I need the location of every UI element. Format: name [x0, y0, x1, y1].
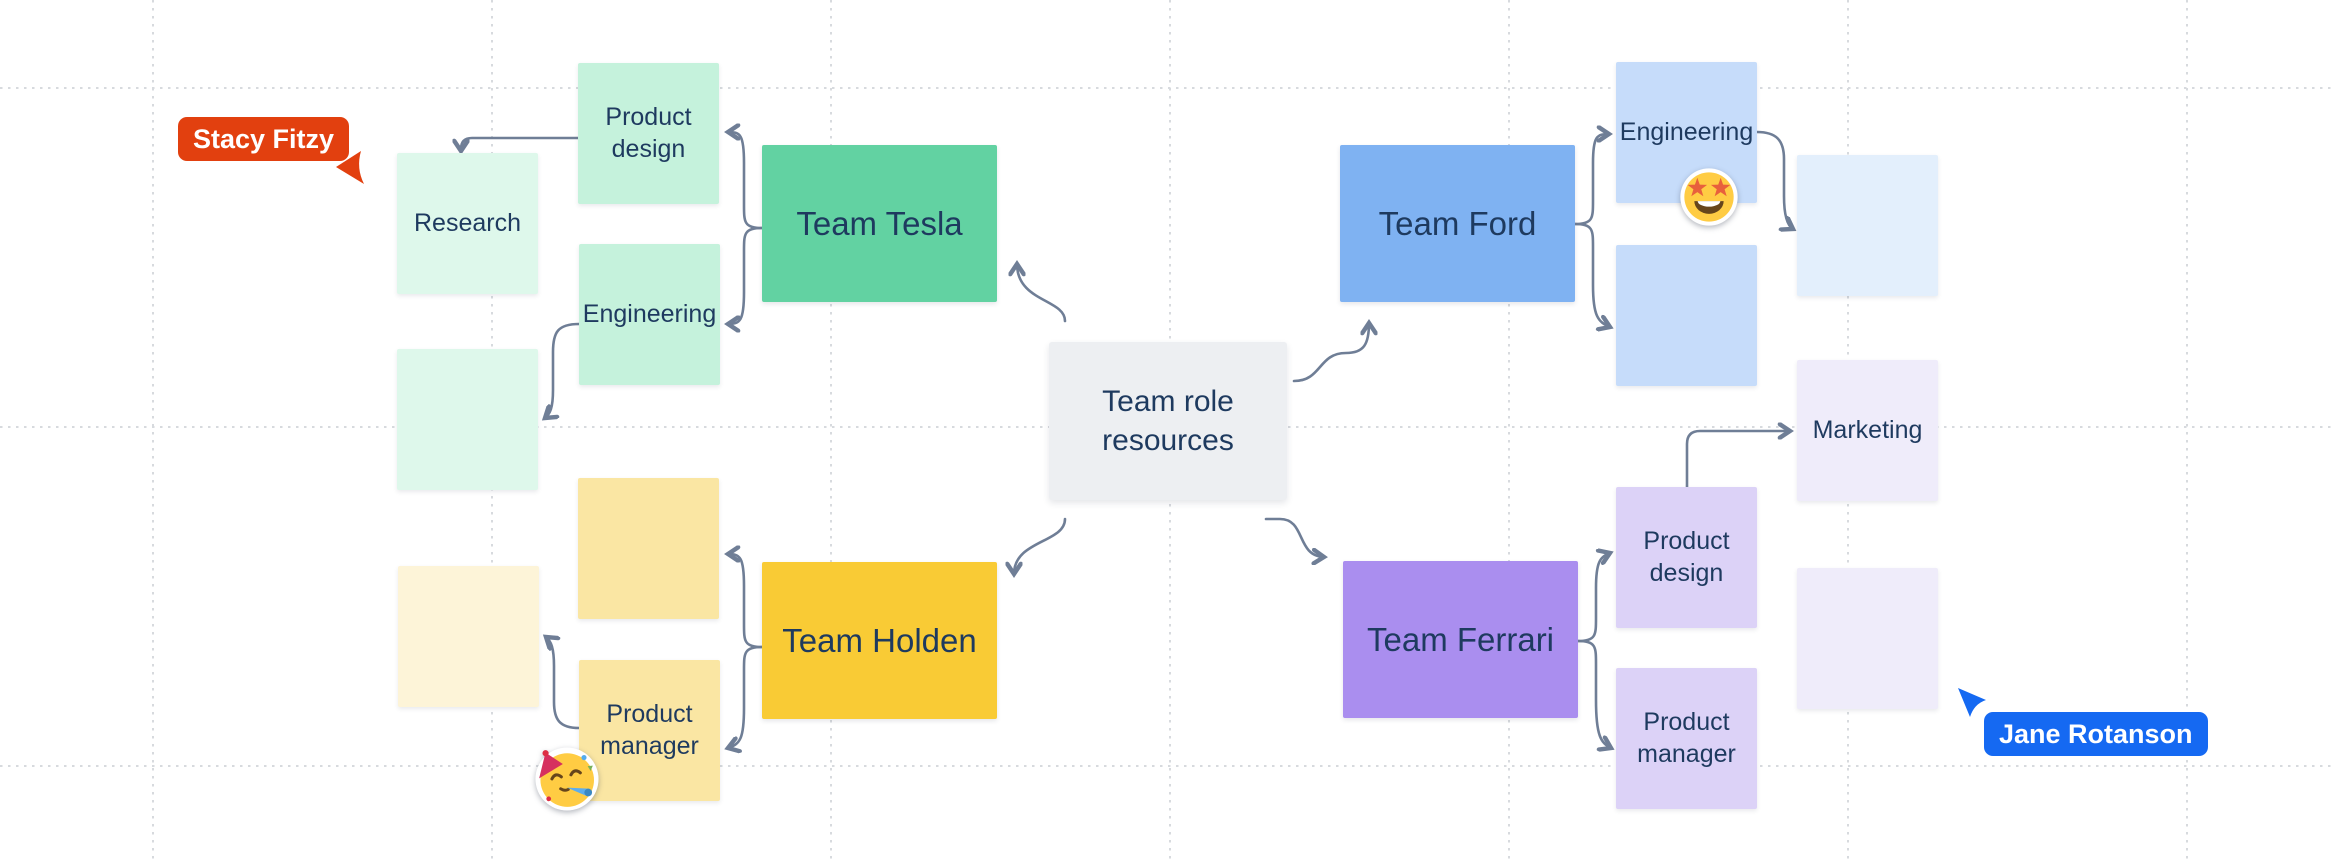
sticky-note-ferrari-marketing[interactable]: Marketing [1797, 360, 1938, 501]
team-holden-label: Team Holden [782, 621, 977, 659]
connector-product-design-to-marketing[interactable] [1685, 431, 1790, 489]
team-box-holden[interactable]: Team Holden [762, 562, 997, 719]
grid-line-horizontal [0, 765, 2336, 767]
teeth [1697, 201, 1721, 207]
grid-line-vertical [830, 0, 832, 860]
stacy-cursor-pointer [336, 151, 364, 184]
note-label: Product design [605, 103, 692, 163]
grid-line-horizontal [0, 87, 2336, 89]
grid-line-vertical [1508, 0, 1510, 860]
connector-tesla-to-engineering[interactable] [728, 226, 764, 324]
emoji-art [539, 750, 594, 807]
sticky-note-ford-blank-light[interactable] [1797, 155, 1938, 296]
connector-center-to-ferrari[interactable] [1264, 517, 1324, 557]
jane-cursor-name-badge: Jane Rotanson [1984, 712, 2208, 756]
note-label: Product manager [1637, 708, 1736, 768]
sticky-note-ford-blank[interactable] [1616, 245, 1757, 386]
team-box-ferrari[interactable]: Team Ferrari [1343, 561, 1578, 718]
connector-product-design-to-research[interactable] [461, 136, 580, 151]
note-label: Marketing [1812, 415, 1923, 444]
star-eyes [1687, 177, 1731, 197]
note-label: Product manager [600, 700, 699, 760]
sticky-note-holden-blank-pale[interactable] [398, 566, 539, 707]
stacy-cursor-name-badge: Stacy Fitzy [178, 117, 350, 161]
jane-cursor-pointer [1958, 688, 1986, 717]
team-box-tesla[interactable]: Team Tesla [762, 145, 997, 302]
sticky-note-ferrari-product-design[interactable]: Product design [1616, 487, 1757, 628]
connector-center-to-ford[interactable] [1292, 323, 1369, 383]
stacy-cursor-name: Stacy Fitzy [193, 123, 335, 154]
connector-engineering-to-blank-mint[interactable] [545, 322, 581, 418]
connector-engineering-to-blank-light-blue[interactable] [1755, 130, 1793, 229]
note-label: Product design [1643, 527, 1730, 587]
sticky-note-tesla-research[interactable]: Research [397, 153, 538, 294]
note-label: Engineering [582, 299, 717, 328]
sticky-note-ferrari-blank[interactable] [1797, 568, 1938, 709]
sticky-note-ford-engineering[interactable]: Engineering [1616, 62, 1757, 203]
partying-face-emoji-sticker[interactable] [534, 746, 600, 812]
sticky-note-ferrari-product-manager[interactable]: Product manager [1616, 668, 1757, 809]
grid-line-vertical [2186, 0, 2188, 860]
sticky-note-tesla-product-design[interactable]: Product design [578, 63, 719, 204]
connector-ferrari-to-product-manager[interactable] [1576, 639, 1611, 748]
connector-holden-to-blank-yellow[interactable] [728, 554, 764, 649]
connector-tesla-to-product-design[interactable] [728, 132, 764, 230]
connector-ford-to-blank-blue[interactable] [1573, 222, 1610, 327]
team-ferrari-label: Team Ferrari [1366, 620, 1555, 658]
center-node-team-role-resources[interactable]: Team role resources [1049, 342, 1287, 500]
connector-holden-to-product-manager[interactable] [728, 645, 764, 748]
sticky-note-holden-product-manager[interactable]: Product manager [579, 660, 720, 801]
note-label: Research [414, 208, 521, 237]
team-ford-label: Team Ford [1378, 204, 1537, 242]
sticky-note-tesla-engineering[interactable]: Engineering [579, 244, 720, 385]
note-label: Engineering [1619, 117, 1754, 146]
star-struck-emoji-sticker[interactable] [1679, 167, 1739, 227]
connector-center-to-holden[interactable] [1014, 517, 1067, 574]
connector-ferrari-to-product-design[interactable] [1576, 553, 1610, 643]
team-box-ford[interactable]: Team Ford [1340, 145, 1575, 302]
sticky-note-tesla-blank[interactable] [397, 349, 538, 490]
connector-product-manager-to-blank-pale[interactable] [546, 637, 581, 730]
sticky-note-holden-blank[interactable] [578, 478, 719, 619]
jane-cursor-name: Jane Rotanson [1999, 718, 2193, 749]
connector-center-to-tesla[interactable] [1017, 264, 1067, 323]
connector-ford-to-engineering[interactable] [1573, 134, 1609, 226]
team-tesla-label: Team Tesla [796, 204, 963, 242]
center-node-label: Team role resources [1102, 385, 1234, 457]
grid-line-vertical [152, 0, 154, 860]
